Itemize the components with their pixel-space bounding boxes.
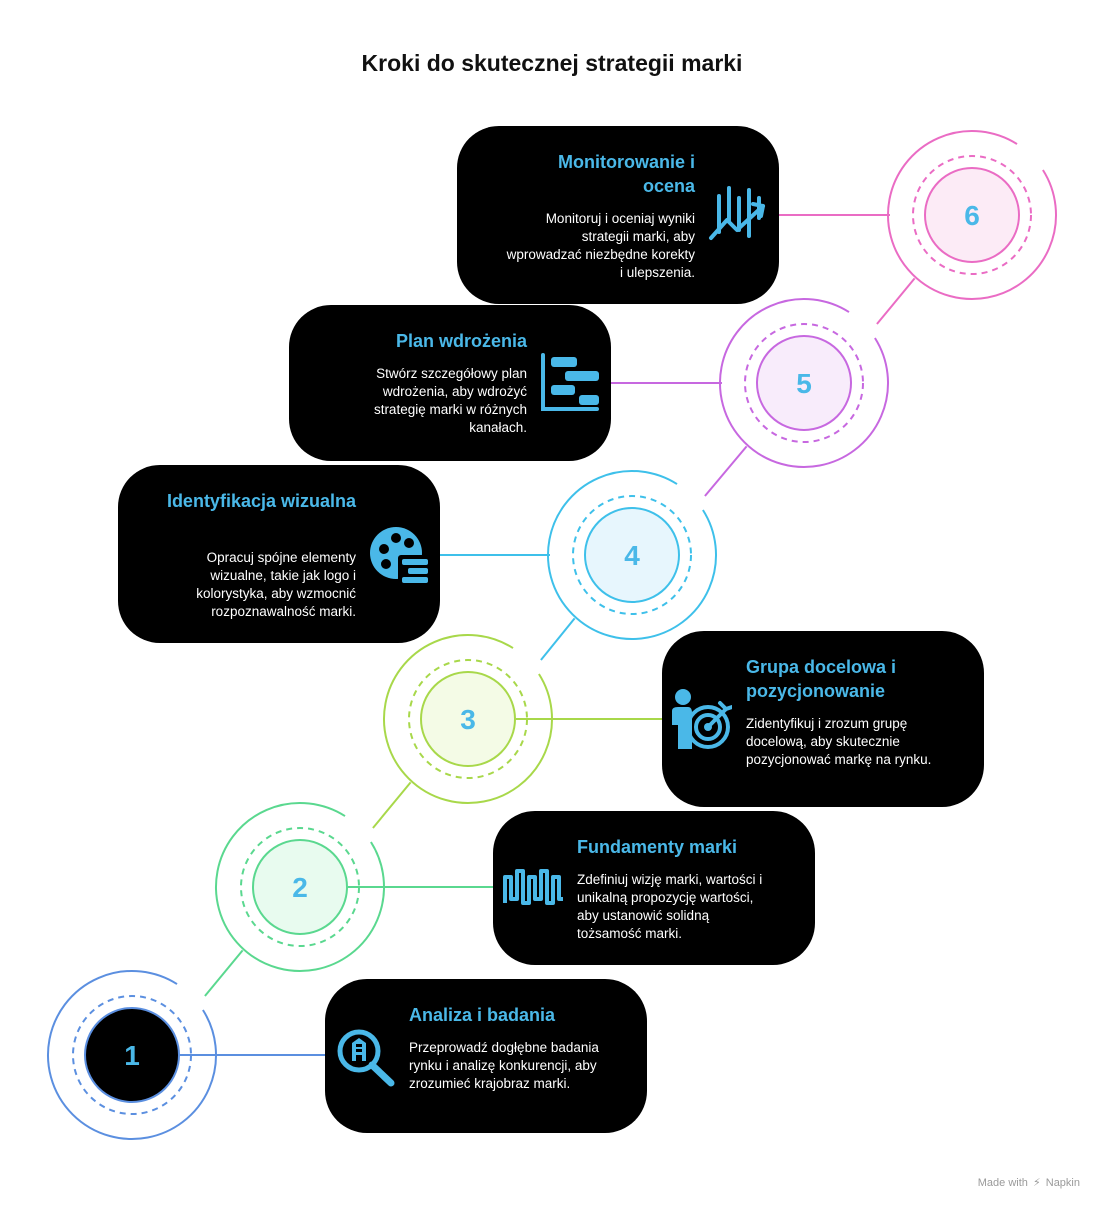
- outer-ring-2: [215, 802, 385, 972]
- footer-credit: Made with ⚡ Napkin: [978, 1176, 1080, 1189]
- inner-circle-6: [924, 167, 1020, 263]
- step-number-4: 4: [624, 540, 640, 571]
- outer-ring-1: [47, 970, 217, 1140]
- step-title-4: Identyfikacja wizualna: [166, 491, 356, 511]
- outer-ring-3: [383, 634, 553, 804]
- step-link-5-6: [876, 277, 916, 325]
- gantt-chart-icon: [539, 351, 601, 413]
- step-link-2-3: [372, 781, 412, 829]
- step-card-3: Grupa docelowa i pozycjonowanie Zidentyf…: [662, 631, 984, 807]
- napkin-logo-icon: ⚡: [1032, 1177, 1041, 1189]
- palette-icon: [368, 523, 432, 587]
- inner-circle-1: [84, 1007, 180, 1103]
- step-number-6: 6: [964, 200, 980, 231]
- inner-circle-5: [756, 335, 852, 431]
- step-number-1: 1: [124, 1040, 140, 1071]
- search-building-icon: [335, 1027, 397, 1089]
- step-number-3: 3: [460, 704, 476, 735]
- step-title-3: Grupa docelowa i pozycjonowanie: [746, 657, 897, 701]
- dashed-ring-6: [912, 155, 1032, 275]
- dashed-ring-5: [744, 323, 864, 443]
- step-card-2: Fundamenty marki Zdefiniuj wizję marki, …: [493, 811, 815, 965]
- step-number-5: 5: [796, 368, 812, 399]
- inner-circle-4: [584, 507, 680, 603]
- step-title-5: Plan wdrożenia: [395, 331, 527, 351]
- step-description-1: Przeprowadź dogłębne badania rynku i ana…: [409, 1040, 599, 1091]
- step-description-5: Stwórz szczegółowy plan wdrożenia, aby w…: [373, 366, 527, 435]
- dashed-ring-4: [572, 495, 692, 615]
- step-description-4: Opracuj spójne elementy wizualne, takie …: [196, 550, 356, 619]
- outer-ring-4: [547, 470, 717, 640]
- outer-ring-6: [887, 130, 1057, 300]
- step-link-3-4: [540, 617, 576, 661]
- napkin-brand-label: Napkin: [1045, 1177, 1080, 1189]
- inner-circle-3: [420, 671, 516, 767]
- step-card-5: Plan wdrożenia Stwórz szczegółowy plan w…: [289, 305, 611, 461]
- step-card-4: Identyfikacja wizualna Opracuj spójne el…: [118, 465, 440, 643]
- outer-ring-5: [719, 298, 889, 468]
- page-title: Kroki do skutecznej strategii marki: [361, 50, 743, 76]
- made-with-label: Made with: [977, 1177, 1028, 1189]
- inner-circle-2: [252, 839, 348, 935]
- step-link-1-2: [204, 949, 244, 997]
- step-number-2: 2: [292, 872, 308, 903]
- trend-chart-icon: [707, 184, 769, 246]
- step-link-4-5: [704, 445, 748, 497]
- step-card-6: Monitorowanie i ocena Monitoruj i ocenia…: [457, 126, 779, 304]
- step-description-2: Zdefiniuj wizję marki, wartości i unikal…: [577, 872, 763, 941]
- step-title-6: Monitorowanie i ocena: [558, 152, 695, 196]
- step-title-2: Fundamenty marki: [577, 837, 738, 857]
- target-person-icon: [670, 687, 734, 751]
- step-title-1: Analiza i badania: [409, 1005, 556, 1025]
- step-card-1: Analiza i badania Przeprowadź dogłębne b…: [325, 979, 647, 1133]
- step-description-3: Zidentyfikuj i zrozum grupę docelową, ab…: [746, 716, 932, 767]
- step-description-6: Monitoruj i oceniaj wyniki strategii mar…: [506, 211, 695, 280]
- waveform-icon: [503, 867, 565, 909]
